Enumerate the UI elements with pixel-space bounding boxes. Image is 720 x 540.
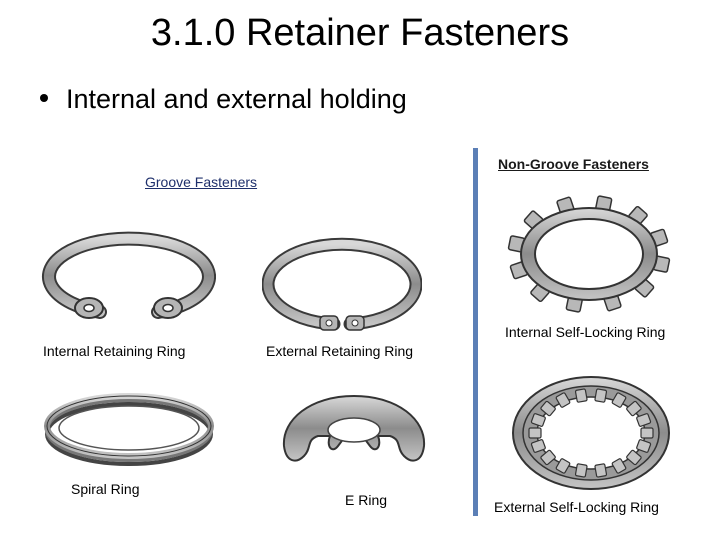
bullet-text: Internal and external holding xyxy=(66,84,407,114)
ring-tooth xyxy=(540,400,556,417)
spiral-ring-caption: Spiral Ring xyxy=(71,481,140,497)
ring-tooth xyxy=(611,392,627,408)
ring-tooth xyxy=(528,427,542,439)
slide-title: 3.1.0 Retainer Fasteners xyxy=(150,12,570,54)
external-retaining-ring-caption: External Retaining Ring xyxy=(266,343,414,359)
ring-tooth xyxy=(636,413,652,427)
ring-tooth xyxy=(594,463,608,478)
external-retaining-ring-image xyxy=(262,237,422,331)
ring-tooth xyxy=(636,439,652,453)
ring-tooth xyxy=(574,463,588,478)
ring-tooth xyxy=(626,400,642,417)
ring-tooth xyxy=(530,439,546,453)
internal-retaining-ring-caption: Internal Retaining Ring xyxy=(43,343,186,359)
bullet-dot-icon xyxy=(40,93,48,102)
ring-tooth xyxy=(594,388,608,403)
ring-tooth xyxy=(574,388,588,403)
bullet-point: Internal and external holding xyxy=(40,84,407,115)
ring-tooth xyxy=(555,458,571,474)
groove-fasteners-heading: Groove Fasteners xyxy=(145,174,258,190)
ring-tooth xyxy=(640,427,654,439)
ring-tooth xyxy=(530,413,546,427)
internal-self-locking-ring-caption: Internal Self-Locking Ring xyxy=(505,324,666,340)
column-divider xyxy=(473,148,478,516)
ring-tooth xyxy=(626,449,642,466)
external-self-locking-ring-image xyxy=(512,376,670,490)
e-ring-image xyxy=(282,394,426,462)
external-self-locking-ring-caption: External Self-Locking Ring xyxy=(494,499,659,515)
internal-retaining-ring-image xyxy=(42,231,216,319)
ring-tooth xyxy=(611,458,627,474)
non-groove-fasteners-heading: Non-Groove Fasteners xyxy=(498,156,649,172)
e-ring-caption: E Ring xyxy=(345,492,388,508)
ring-tooth xyxy=(555,392,571,408)
ring-tooth xyxy=(540,449,556,466)
spiral-ring-image xyxy=(44,393,214,466)
internal-self-locking-ring-image xyxy=(507,195,671,313)
